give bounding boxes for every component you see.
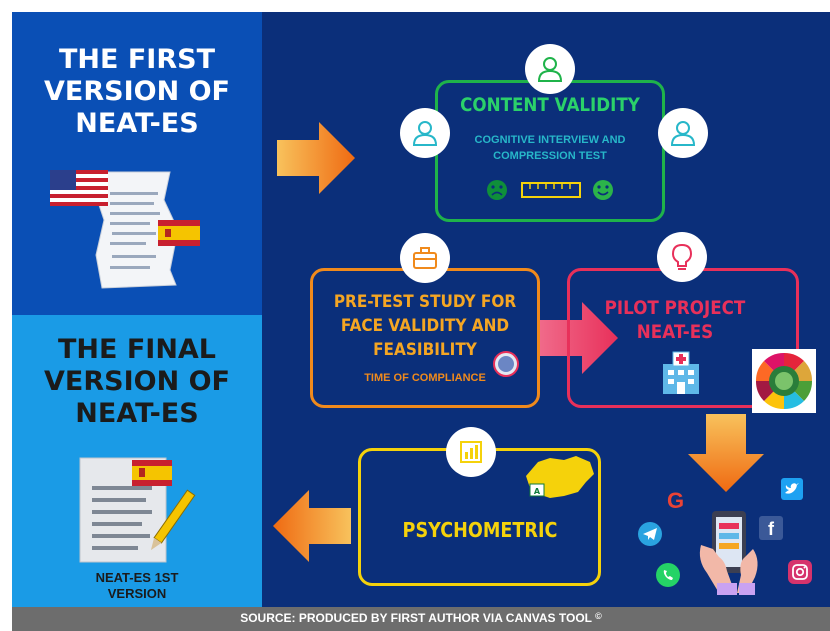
briefcase-icon xyxy=(400,233,450,283)
spain-flag-icon xyxy=(132,460,172,486)
pilot-title: PILOT PROJECT NEAT-ES xyxy=(604,297,746,343)
footer-bar xyxy=(12,607,830,631)
first-version-heading: THE FIRST VERSION OF NEAT-ES xyxy=(44,44,230,139)
rating-scale-icon xyxy=(487,180,613,200)
hospital-icon xyxy=(663,351,699,394)
content-validity-title: CONTENT VALIDITY xyxy=(460,94,640,116)
pretest-title: PRE-TEST STUDY FOR FACE VALIDITY AND FEA… xyxy=(333,292,517,360)
instagram-icon xyxy=(788,560,812,584)
pen-icon xyxy=(150,489,196,551)
expert-avatar-icon-left xyxy=(400,108,450,158)
expert-avatar-icon-right xyxy=(658,108,708,158)
twitter-icon xyxy=(781,478,803,500)
pretest-subtitle: TIME OF COMPLIANCE xyxy=(364,372,486,384)
copyright-mark: © xyxy=(595,611,602,621)
sdg-wheel-logo xyxy=(752,349,816,413)
happy-face-icon xyxy=(593,180,613,200)
final-document-icon xyxy=(79,457,196,563)
sad-face-icon xyxy=(487,180,507,200)
arrow-right-pink-icon xyxy=(540,302,618,374)
psychometric-title: PSYCHOMETRIC xyxy=(402,518,558,542)
google-icon: G xyxy=(667,488,685,513)
doc-caption: NEAT-ES 1ST VERSION xyxy=(95,570,179,601)
facebook-icon: f xyxy=(759,516,783,540)
timer-icon xyxy=(493,351,519,377)
arrow-right-icon xyxy=(277,122,355,194)
paper-sheet xyxy=(93,171,179,289)
ruler-icon xyxy=(521,182,581,198)
telegram-icon xyxy=(638,522,662,546)
spain-flag-icon xyxy=(158,220,200,246)
andalusia-map-icon: A xyxy=(526,456,594,498)
arrow-down-icon xyxy=(688,414,764,492)
smartphone-hands-icon xyxy=(699,511,758,595)
content-validity-subtitle: COGNITIVE INTERVIEW AND COMPRESSION TEST xyxy=(474,134,626,162)
expert-avatar-icon-top xyxy=(525,44,575,94)
lightbulb-icon xyxy=(657,232,707,282)
arrow-left-icon xyxy=(273,490,351,562)
whatsapp-icon xyxy=(656,563,680,587)
translation-document-icon xyxy=(50,170,200,289)
andalusia-logo-letter: A xyxy=(534,487,541,496)
footer-source-text: SOURCE: PRODUCED BY FIRST AUTHOR VIA CAN… xyxy=(240,611,602,625)
final-version-heading: THE FINAL VERSION OF NEAT-ES xyxy=(44,334,230,429)
process-panel xyxy=(262,12,830,607)
bar-chart-icon xyxy=(446,427,496,477)
us-flag-icon xyxy=(50,170,108,206)
